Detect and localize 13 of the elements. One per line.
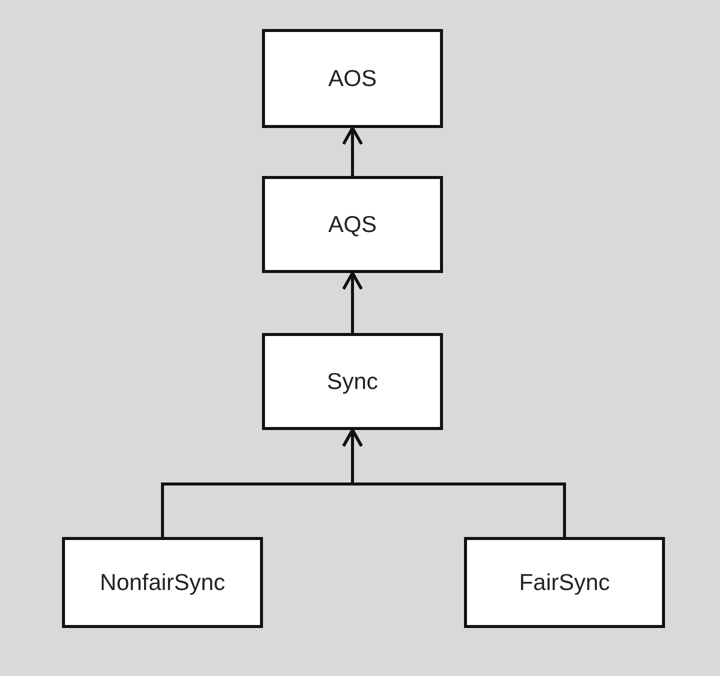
class-box	[464, 537, 665, 628]
class-box	[262, 333, 443, 430]
class-box	[62, 537, 263, 628]
class-name: FairSync	[519, 568, 610, 598]
inheritance-arrow	[342, 428, 566, 537]
inheritance-arrow	[342, 126, 363, 176]
class-box	[262, 29, 443, 128]
class-box	[262, 176, 443, 273]
class-name: Sync	[326, 367, 378, 396]
class-name: AOS	[328, 64, 377, 94]
class-name: NonfairSync	[100, 568, 226, 598]
inheritance-arrow	[342, 272, 363, 333]
class-name: AQS	[328, 210, 377, 240]
